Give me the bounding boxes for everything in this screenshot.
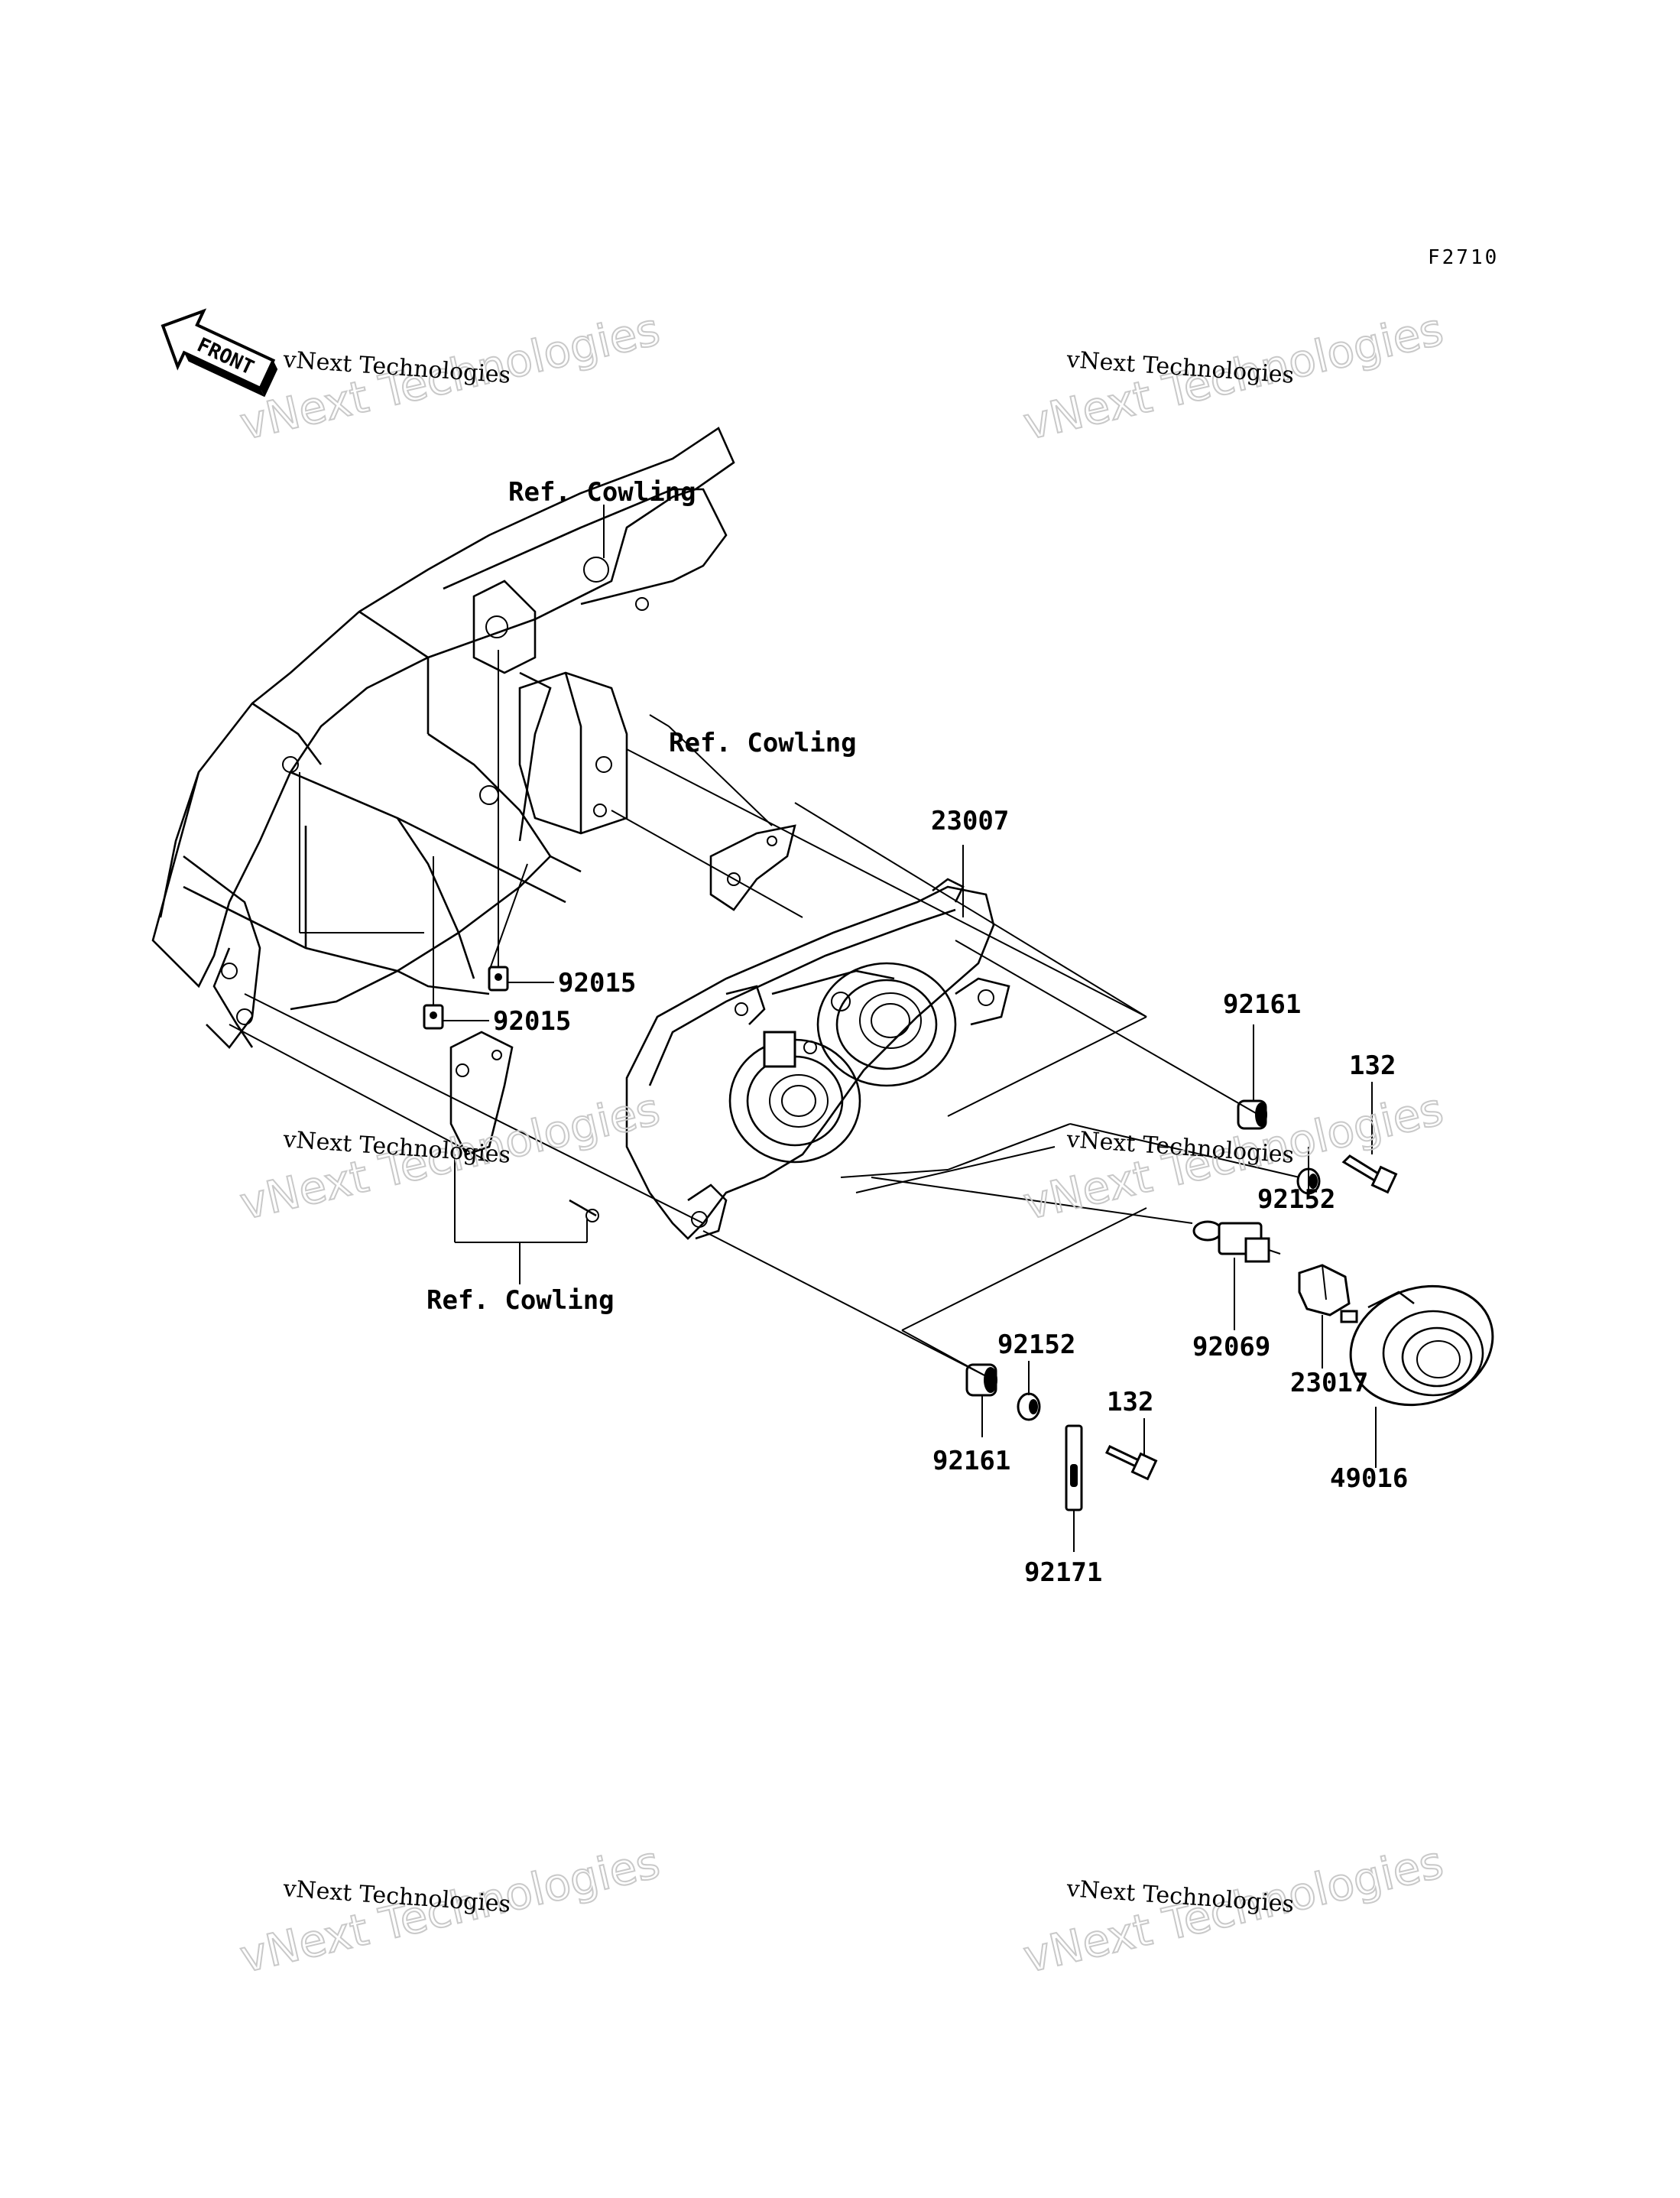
part-label-92171: 92171 xyxy=(1024,1557,1102,1588)
part-label-92069: 92069 xyxy=(1192,1332,1270,1362)
bolt-upper xyxy=(1341,1154,1398,1194)
figure-code: F2710 xyxy=(1428,246,1499,269)
part-label-92152-lower: 92152 xyxy=(997,1330,1075,1360)
cap xyxy=(1349,1284,1494,1407)
watermark-mid-right: vNext Technologies vNext Technologies xyxy=(1018,1082,1448,1230)
socket xyxy=(1298,1264,1358,1323)
small-bracket-mid xyxy=(709,824,796,911)
part-label-92015-upper: 92015 xyxy=(558,968,636,998)
watermark-top-left: vNext Technologies vNext Technologies xyxy=(235,302,665,450)
ref-cowling-top-label: Ref. Cowling xyxy=(508,477,696,508)
part-label-92161-upper: 92161 xyxy=(1223,989,1301,1020)
part-label-92161-lower: 92161 xyxy=(932,1446,1010,1476)
part-label-23007: 23007 xyxy=(931,806,1009,836)
nut-upper xyxy=(488,966,509,992)
small-bracket-lower xyxy=(449,1031,599,1222)
grommet-lower xyxy=(965,1363,997,1397)
headlight-assembly xyxy=(625,878,1010,1240)
bulb xyxy=(1192,1220,1281,1263)
cowling-bracket xyxy=(151,427,735,1049)
collar-lower xyxy=(1017,1392,1041,1421)
watermark-bottom-left: vNext Technologies vNext Technologies xyxy=(235,1835,665,1983)
leader-lines xyxy=(229,505,1377,1552)
part-label-132-lower: 132 xyxy=(1107,1387,1153,1417)
part-label-23017: 23017 xyxy=(1290,1368,1368,1398)
front-arrow-icon: FRONT xyxy=(161,308,278,398)
watermark-bottom-right: vNext Technologies vNext Technologies xyxy=(1018,1835,1448,1983)
bolt-lower xyxy=(1104,1445,1158,1481)
part-label-132-upper: 132 xyxy=(1349,1050,1396,1081)
ref-cowling-mid-label: Ref. Cowling xyxy=(669,728,857,758)
clamp xyxy=(1065,1424,1083,1511)
watermark-top-right: vNext Technologies vNext Technologies xyxy=(1018,302,1448,450)
ref-cowling-bottom-label: Ref. Cowling xyxy=(426,1285,615,1316)
nut-lower xyxy=(423,1004,444,1030)
watermark-mid-left: vNext Technologies vNext Technologies xyxy=(235,1082,665,1230)
part-label-92015-lower: 92015 xyxy=(493,1006,571,1037)
part-label-92152-upper: 92152 xyxy=(1257,1184,1335,1215)
part-label-49016: 49016 xyxy=(1330,1463,1408,1494)
